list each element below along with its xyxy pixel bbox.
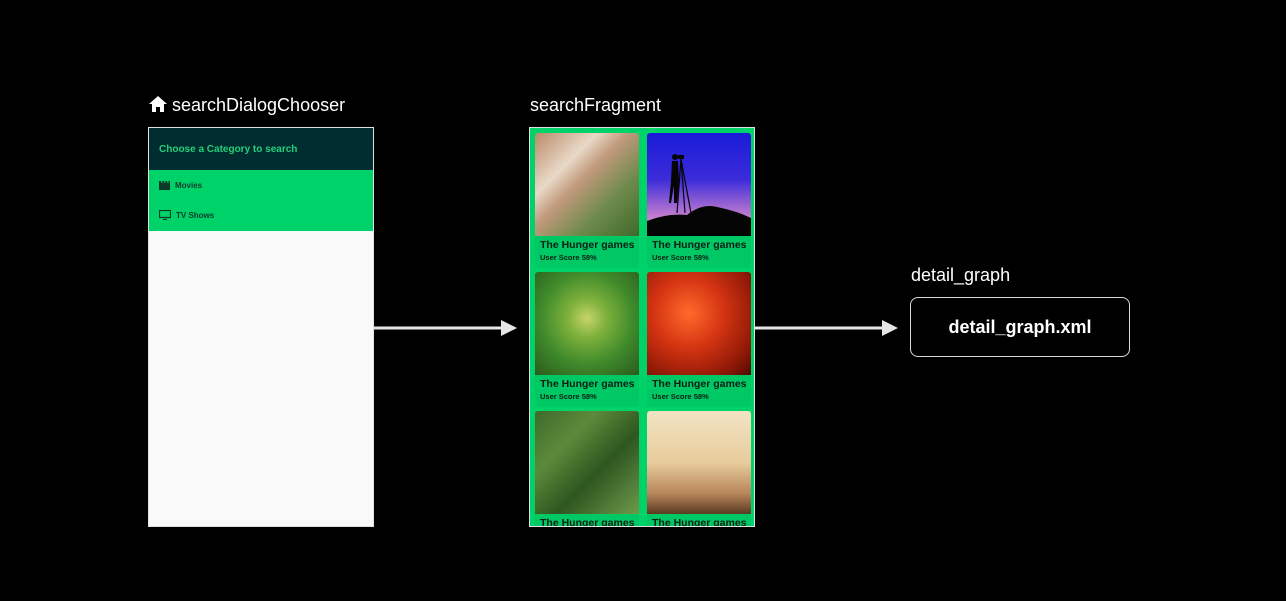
poster-image <box>647 411 751 514</box>
category-label: TV Shows <box>176 210 215 220</box>
card-title: The Hunger games <box>540 517 635 527</box>
poster-image <box>647 272 751 375</box>
card-title: The Hunger games <box>652 517 747 527</box>
card-score: User Score 58% <box>540 253 597 262</box>
results-grid: The Hunger games User Score 58% The Hung… <box>535 133 751 527</box>
category-item-movies[interactable]: Movies <box>149 170 373 200</box>
category-item-tv-shows[interactable]: TV Shows <box>149 200 373 230</box>
category-list: Movies TV Shows <box>149 170 373 231</box>
tv-icon <box>159 210 171 220</box>
dialog-header: Choose a Category to search <box>149 128 373 170</box>
action-arrow-chooser-to-fragment <box>373 320 517 336</box>
action-arrow-fragment-to-detail <box>754 320 898 336</box>
search-fragment-screen[interactable]: The Hunger games User Score 58% The Hung… <box>529 127 755 527</box>
result-card[interactable]: The Hunger games User Score 58% <box>647 133 751 268</box>
home-icon <box>148 95 168 118</box>
card-score: User Score 58% <box>652 253 709 262</box>
poster-image <box>535 272 639 375</box>
result-card[interactable]: The Hunger games User Score 58% <box>647 272 751 407</box>
result-card[interactable]: The Hunger games <box>647 411 751 527</box>
result-card[interactable]: The Hunger games User Score 58% <box>535 133 639 268</box>
poster-image <box>535 411 639 514</box>
search-dialog-chooser-screen[interactable]: Choose a Category to search Movies TV Sh… <box>148 127 374 527</box>
nested-graph-label: detail_graph.xml <box>948 316 1092 337</box>
card-title: The Hunger games <box>540 378 635 390</box>
category-label: Movies <box>175 180 203 190</box>
poster-image <box>647 133 751 236</box>
nested-graph-node[interactable]: detail_graph.xml <box>910 297 1130 357</box>
card-score: User Score 58% <box>652 392 709 401</box>
silhouette-graphic <box>647 154 751 236</box>
fragment-title: searchFragment <box>530 95 662 115</box>
poster-image <box>535 133 639 236</box>
chooser-title: searchDialogChooser <box>172 95 346 115</box>
card-score: User Score 58% <box>540 392 597 401</box>
start-destination-label: searchDialogChooser <box>148 95 345 118</box>
card-title: The Hunger games <box>652 378 747 390</box>
result-card[interactable]: The Hunger games <box>535 411 639 527</box>
detail-graph-title: detail_graph <box>911 265 1011 285</box>
card-title: The Hunger games <box>540 239 635 251</box>
card-title: The Hunger games <box>652 239 747 251</box>
movie-clapper-icon <box>159 180 170 190</box>
result-card[interactable]: The Hunger games User Score 58% <box>535 272 639 407</box>
